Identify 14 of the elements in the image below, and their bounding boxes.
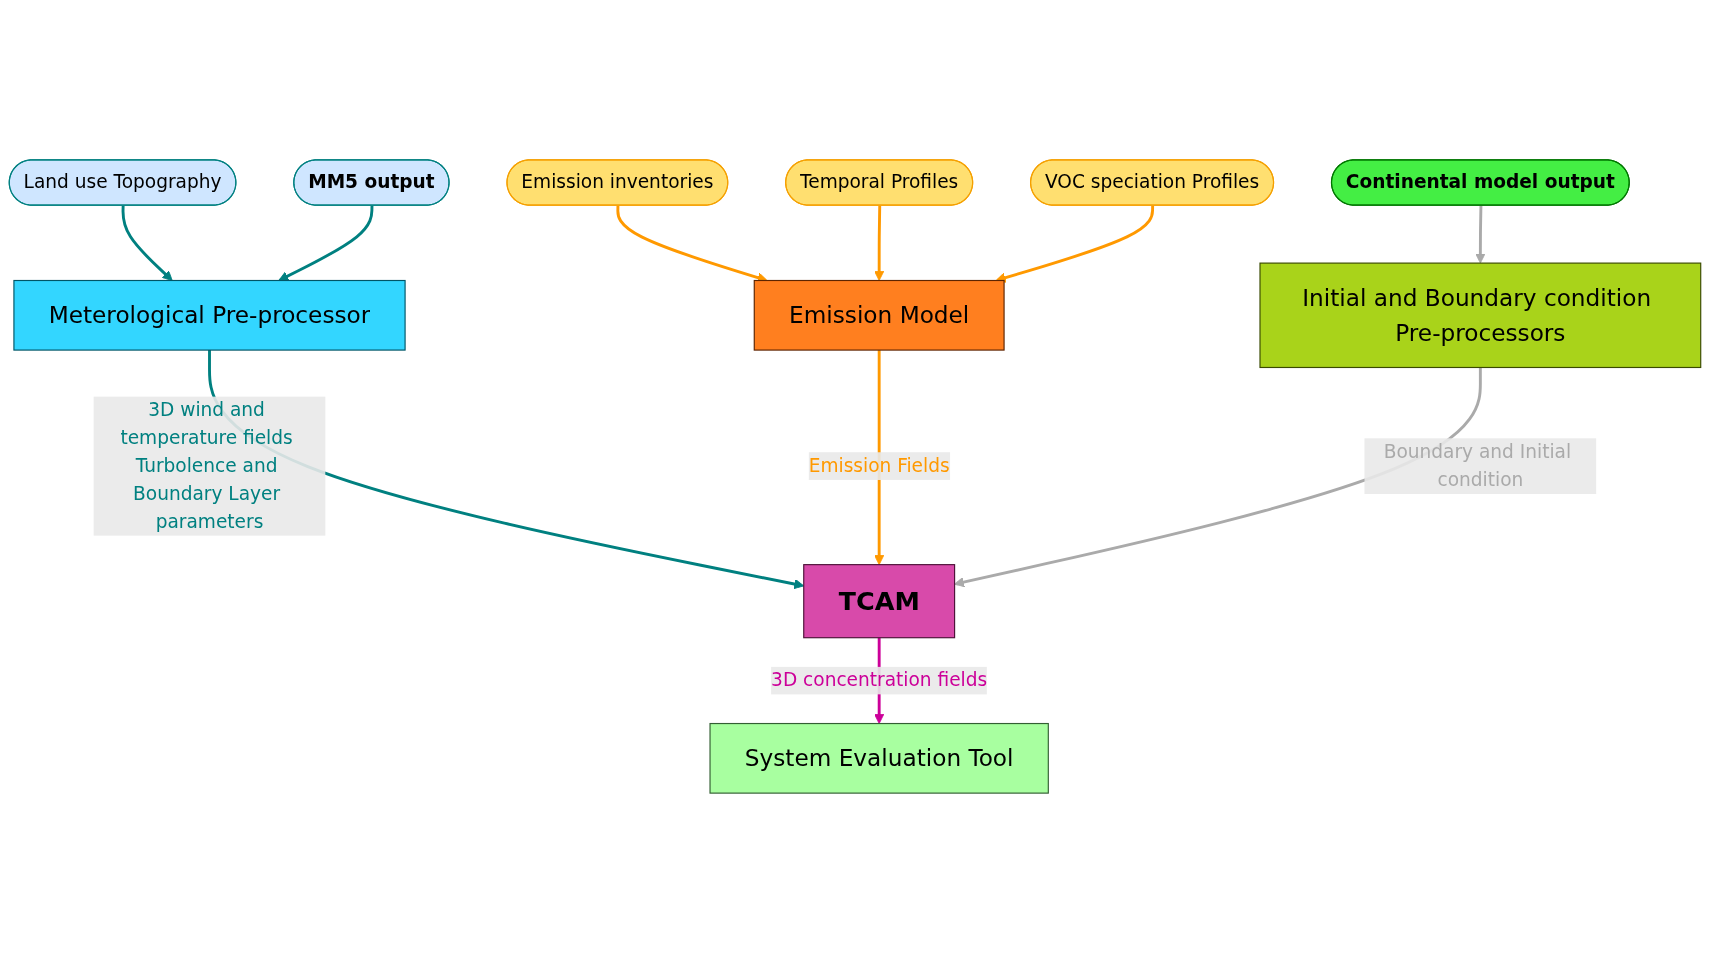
arrow — [874, 205, 885, 281]
node-box: Meterological Pre-processor — [13, 279, 406, 351]
edge-label: 3D concentration fields — [771, 669, 988, 692]
arrow — [1475, 205, 1486, 264]
arrow — [121, 205, 173, 281]
edge-label: Emission Fields — [808, 454, 950, 477]
arrow — [278, 205, 374, 281]
node-box: TCAM — [803, 564, 956, 639]
node-box: Emission Model — [753, 279, 1005, 351]
edge-label: Boundary and Initial condition — [1383, 440, 1572, 491]
edge-label: 3D wind and temperature fields Turbolence and Boundary Layer parameters — [120, 398, 293, 533]
node-box: System Evaluation Tool — [709, 722, 1049, 794]
arrow — [995, 205, 1155, 283]
node-box: Initial and Boundary condition Pre-processors — [1259, 262, 1702, 369]
